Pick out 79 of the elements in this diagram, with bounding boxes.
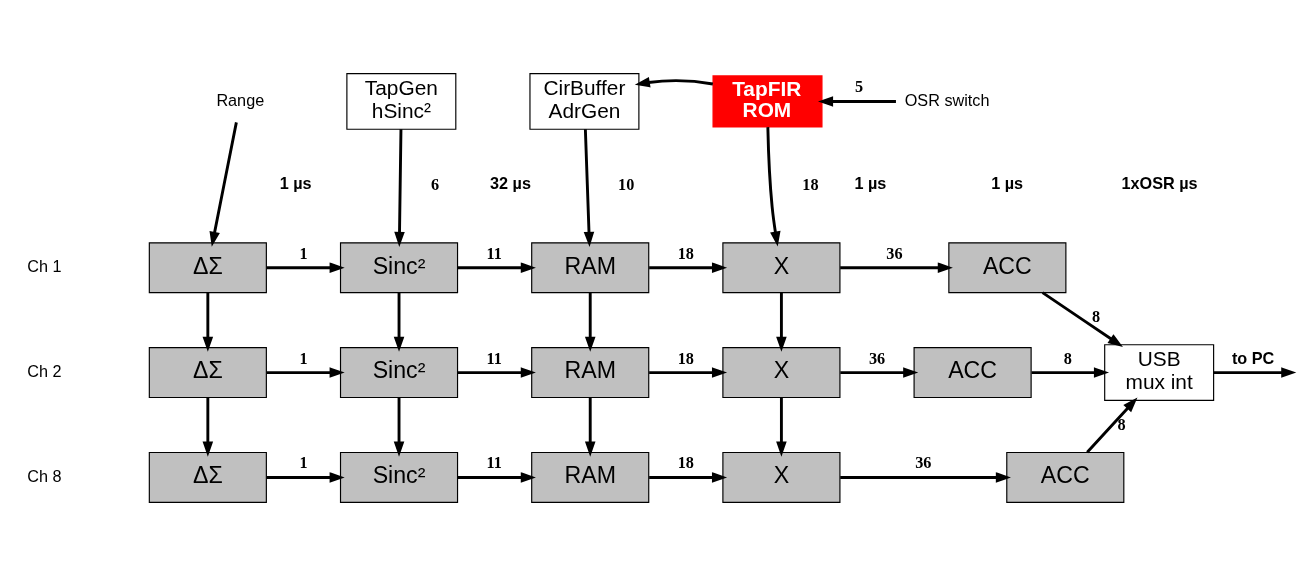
node-box: RAM (531, 451, 650, 503)
arrow (634, 77, 714, 88)
label: 1xOSR µs (1121, 174, 1198, 193)
edge-label: 8 (1091, 307, 1101, 326)
node-box: Sinc² (339, 242, 459, 294)
node-box: TapGen hSinc² (346, 73, 457, 130)
label: 32 µs (489, 174, 531, 193)
edge-label: 36 (886, 244, 903, 263)
edge-label: 11 (486, 244, 502, 263)
edge-label: 18 (677, 244, 694, 263)
arrow (584, 397, 596, 457)
arrow (394, 129, 405, 247)
arrow (393, 397, 405, 457)
label: Ch 1 (27, 257, 62, 276)
edge-label: 1 (299, 454, 308, 473)
node-box: ΔΣ (148, 242, 267, 294)
node-box: X (722, 242, 841, 294)
edge-label: 36 (868, 349, 886, 368)
edge-label: 18 (677, 349, 694, 368)
edge-label: 11 (486, 454, 502, 473)
edge-label: to PC (1231, 348, 1275, 367)
node-box: ACC (1006, 451, 1125, 503)
arrow (457, 367, 536, 378)
edge-label: 8 (1063, 349, 1072, 368)
node-box: Sinc² (339, 451, 459, 503)
node-box: ΔΣ (148, 451, 267, 503)
arrow (776, 397, 787, 457)
arrow (649, 472, 728, 483)
edge-label: 8 (1117, 415, 1126, 434)
arrow (583, 129, 595, 247)
edge-label: 18 (677, 454, 694, 473)
edge-label: 36 (915, 454, 932, 473)
node-box: CirBuffer AdrGen (529, 73, 640, 130)
node-box: Sinc² (339, 347, 459, 399)
arrow (649, 262, 728, 273)
arrow (1031, 367, 1110, 378)
arrow (457, 262, 536, 273)
node-box: TapFIR ROM (712, 75, 823, 128)
arrow (840, 472, 1011, 483)
node-box: USB mux int (1104, 344, 1215, 401)
arrow (776, 292, 787, 352)
arrow (840, 262, 953, 273)
arrow (1213, 367, 1297, 378)
label: 1 µs (991, 174, 1024, 193)
arrow (266, 367, 345, 378)
node-box: RAM (531, 347, 650, 399)
arrow (818, 96, 896, 107)
arrow (393, 292, 405, 352)
node-box: RAM (531, 242, 650, 294)
node-text: Range (216, 90, 265, 109)
label: 1 µs (279, 174, 312, 193)
edge-label: 1 (299, 349, 308, 368)
arrow (202, 397, 214, 457)
arrow (202, 292, 214, 352)
node-box: X (722, 451, 841, 503)
node-box: ACC (948, 242, 1067, 294)
arrow (840, 367, 919, 378)
edge-label: 1 (299, 244, 308, 263)
edge-label: 10 (618, 175, 635, 194)
arrow (1041, 291, 1123, 347)
arrow (649, 367, 728, 378)
node-text: OSR switch (904, 90, 990, 109)
label: 1 µs (854, 174, 887, 193)
arrow (209, 122, 238, 247)
edge-label: 11 (486, 349, 502, 368)
node-box: ΔΣ (148, 347, 267, 399)
arrow (584, 292, 596, 352)
arrow (457, 472, 536, 483)
arrow (1086, 397, 1138, 454)
edge-label: 5 (854, 78, 864, 97)
label: Ch 8 (27, 466, 62, 485)
arrow (266, 472, 345, 483)
node-box: ACC (913, 347, 1032, 399)
label: Ch 2 (27, 361, 62, 380)
arrow (266, 262, 345, 273)
arrow (766, 127, 781, 247)
edge-label: 6 (430, 175, 439, 194)
node-box: X (722, 347, 841, 399)
edge-label: 18 (802, 175, 819, 194)
